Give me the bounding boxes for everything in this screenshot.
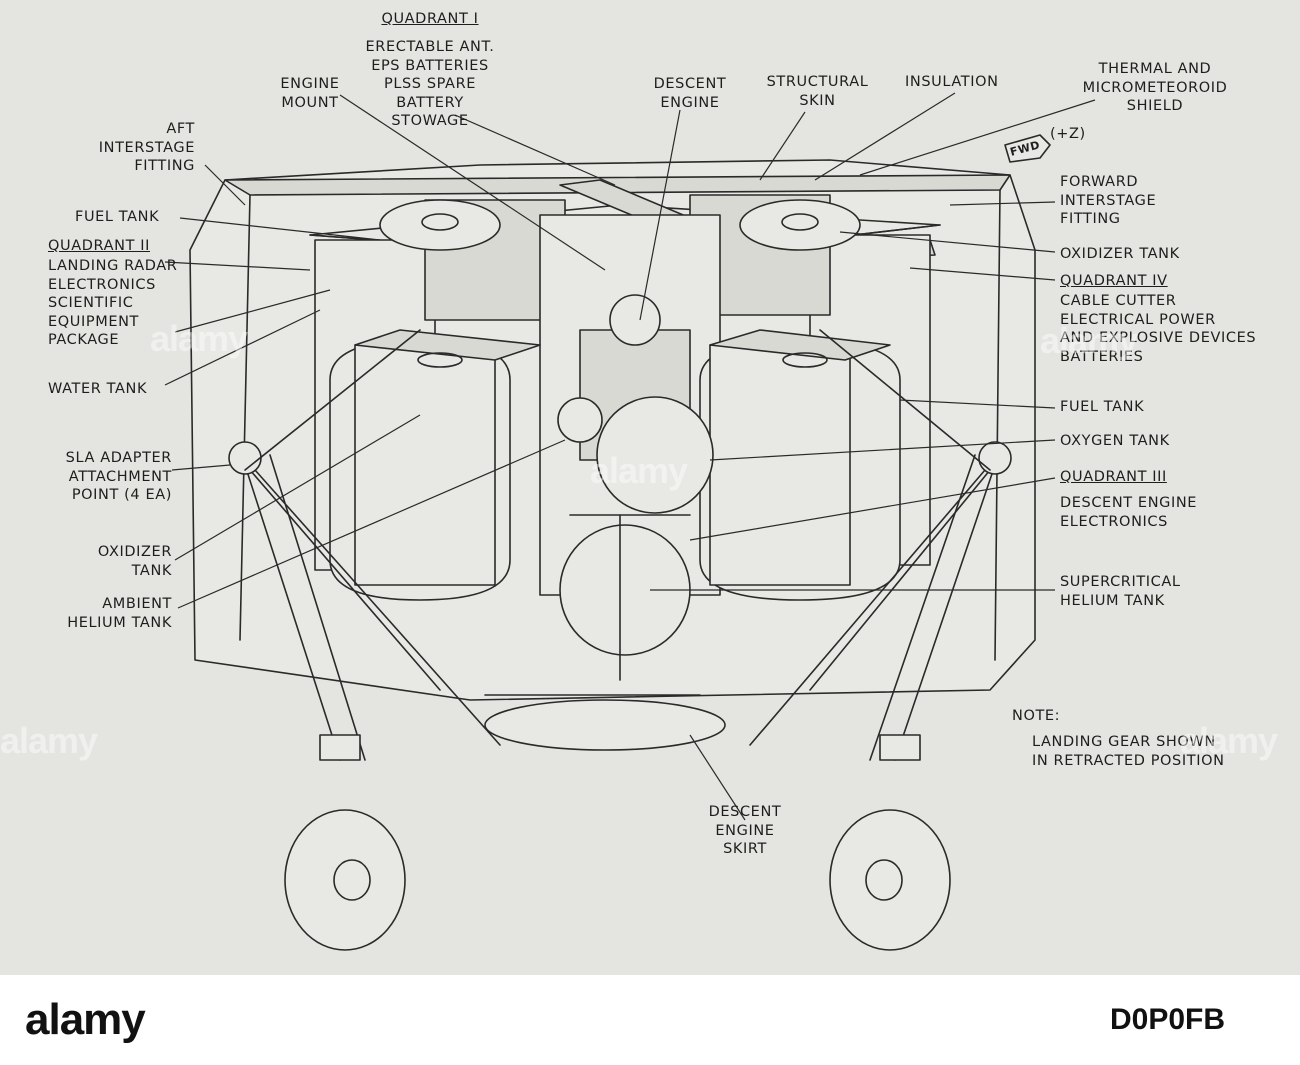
right-tank: [699, 329, 901, 601]
fwd-indicator: [1004, 134, 1051, 163]
quadrant-1-items: ERECTABLE ANT. EPS BATTERIES PLSS SPARE …: [365, 39, 495, 129]
watermark-overlay: alamy: [150, 318, 248, 359]
note-heading: NOTE:: [1012, 708, 1061, 724]
ambient-helium-label: AMBIENT HELIUM TANK: [67, 596, 172, 631]
supercritical-helium-label: SUPERCRITICAL HELIUM TANK: [1060, 574, 1181, 609]
left-landing-gear: [228, 329, 501, 951]
lunar-module-descent-stage-diagram: [164, 92, 1096, 951]
leader-lines: [164, 92, 1096, 821]
watermark-overlay: alamy: [0, 720, 98, 761]
note-text: LANDING GEAR SHOWN IN RETRACTED POSITION: [1032, 734, 1225, 769]
quadrant-2-items: LANDING RADAR ELECTRONICS SCIENTIFIC EQU…: [48, 258, 178, 348]
descent-engine-skirt-label: DESCENT ENGINE SKIRT: [708, 804, 782, 857]
quadrant-1-heading: QUADRANT I: [381, 11, 479, 27]
quadrant-3-items: DESCENT ENGINE ELECTRONICS: [1060, 495, 1198, 530]
structural-skin-label: STRUCTURAL SKIN: [766, 74, 869, 109]
insulation-label: INSULATION: [905, 74, 999, 90]
watermark-footer: [0, 975, 1300, 1065]
oxidizer-tank-right-label: OXIDIZER TANK: [1060, 246, 1180, 262]
quadrant-4-items: CABLE CUTTER ELECTRICAL POWER AND EXPLOS…: [1060, 293, 1257, 365]
quadrant-2-heading: QUADRANT II: [48, 238, 150, 254]
quadrant-4-heading: QUADRANT IV: [1060, 273, 1168, 289]
oxygen-tank-label: OXYGEN TANK: [1060, 433, 1170, 449]
center-assembly: [484, 294, 726, 751]
engine-mount-label: ENGINE MOUNT: [280, 76, 340, 111]
thermal-shield-label: THERMAL AND MICROMETEOROID SHIELD: [1082, 61, 1228, 114]
image-id: D0P0FB: [1110, 1003, 1226, 1036]
right-landing-gear: [749, 329, 1012, 951]
water-tank-label: WATER TANK: [48, 381, 148, 397]
plus-z-label: (+Z): [1050, 126, 1086, 142]
forward-interstage-label: FORWARD INTERSTAGE FITTING: [1060, 174, 1157, 227]
aft-interstage-label: AFT INTERSTAGE FITTING: [98, 121, 195, 174]
watermark-overlay: alamy: [1040, 320, 1138, 361]
watermark-overlay: alamy: [1180, 720, 1278, 761]
oxidizer-tank-left-label: OXIDIZER TANK: [97, 544, 172, 579]
descent-engine-label: DESCENT ENGINE: [653, 76, 727, 111]
descent-stage-drawing: [164, 92, 1096, 951]
sla-adapter-label: SLA ADAPTER ATTACHMENT POINT (4 EA): [65, 450, 172, 503]
left-tank: [329, 329, 541, 601]
upper-tanks: [379, 199, 861, 251]
fuel-tank-left-label: FUEL TANK: [75, 209, 160, 225]
watermark-overlay: alamy: [590, 450, 688, 491]
fuel-tank-right-label: FUEL TANK: [1060, 399, 1145, 415]
alamy-logo: alamy: [25, 995, 146, 1044]
quadrant-3-heading: QUADRANT III: [1060, 469, 1167, 485]
